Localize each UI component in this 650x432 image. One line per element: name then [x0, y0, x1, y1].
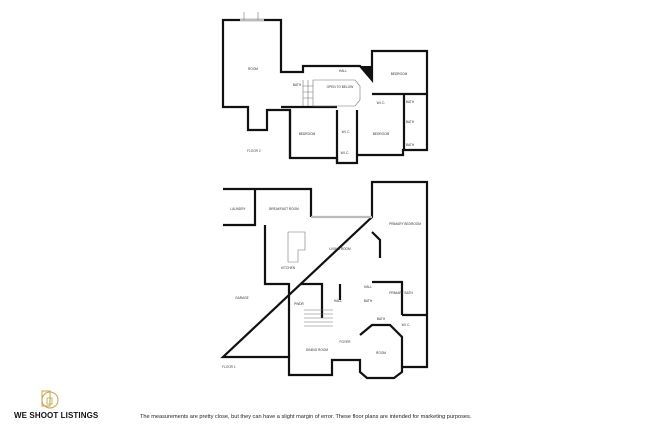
- floor-2-interior-walls: [281, 92, 427, 163]
- room-label: PRIMARY BEDROOM: [389, 222, 421, 226]
- kitchen-island: [287, 231, 306, 263]
- room-label: OPEN TO BELOW: [327, 85, 354, 89]
- stairs: [302, 80, 313, 106]
- floor-2-outline: [221, 18, 429, 165]
- room-label: W.I.C.: [341, 151, 350, 155]
- room-label: BATH: [377, 317, 386, 321]
- room-label: BATH: [293, 83, 302, 87]
- floor-1-interior-walls: [223, 189, 427, 367]
- room-label: BEDROOM: [391, 72, 408, 76]
- room-label: BATH: [364, 299, 373, 303]
- room-label: FOYER: [340, 340, 352, 344]
- floor-1-plan: LAUNDRY BREAKFAST ROOM PRIMARY BEDROOM L…: [220, 180, 429, 380]
- wall-fill: [360, 66, 372, 80]
- room-label: KITCHEN: [281, 266, 296, 270]
- disclaimer-text: The measurements are pretty close, but t…: [140, 414, 472, 420]
- room-label: PRIMARY BATH: [389, 291, 413, 295]
- room-label: PWDR: [294, 302, 304, 306]
- room-label: HALL: [334, 299, 342, 303]
- brand-name: WE SHOOT LISTINGS: [14, 411, 99, 420]
- room-label: BREAKFAST ROOM: [269, 207, 299, 211]
- room-label: ROOM: [248, 67, 258, 71]
- room-label: LAUNDRY: [230, 207, 246, 211]
- room-label: BATH: [406, 100, 415, 104]
- room-label: BEDROOM: [373, 132, 390, 136]
- room-label: LIVING ROOM: [329, 247, 351, 251]
- open-to-below-outline: [312, 79, 361, 107]
- room-label: GARAGE: [235, 296, 249, 300]
- floor-label: FLOOR 1: [222, 365, 236, 369]
- room-label: HALL: [339, 69, 347, 73]
- room-label: BEDROOM: [299, 132, 316, 136]
- room-label: BATH: [406, 143, 415, 147]
- floor-1-outline: [220, 180, 429, 380]
- french-door: [243, 12, 259, 20]
- room-label: W.I.C.: [342, 130, 351, 134]
- stairs: [304, 309, 333, 327]
- floor-2-plan: ROOM HALL OPEN TO BELOW BEDROOM W.I.C. B…: [221, 12, 429, 165]
- room-label: W.I.C.: [377, 101, 386, 105]
- room-label: BATH: [406, 120, 415, 124]
- brand-logo-icon: [41, 390, 59, 409]
- room-label: HALL: [364, 285, 372, 289]
- floor-label: FLOOR 2: [247, 149, 261, 153]
- room-label: W.I.C.: [402, 323, 411, 327]
- room-label: ROOM: [376, 351, 386, 355]
- room-label: DINING ROOM: [306, 348, 328, 352]
